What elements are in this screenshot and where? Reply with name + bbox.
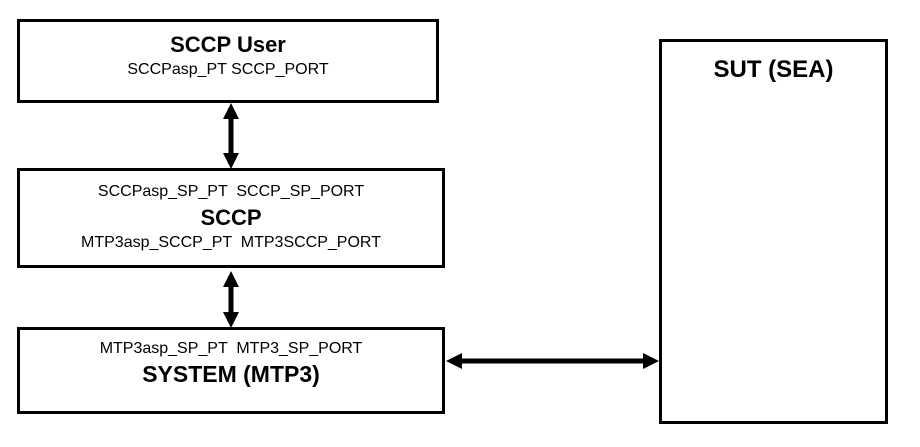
sccp-upper-ports: SCCPasp_SP_PT SCCP_SP_PORT bbox=[97, 183, 365, 200]
sccp-title: SCCP bbox=[200, 205, 262, 230]
arrow-system-sut bbox=[446, 353, 659, 369]
sut-title: SUT (SEA) bbox=[713, 56, 834, 83]
sccp-lower-ports: MTP3asp_SCCP_PT MTP3SCCP_PORT bbox=[81, 234, 381, 251]
arrow-sccp-system bbox=[223, 271, 239, 328]
sccp-user-ports: SCCPasp_PT SCCP_PORT bbox=[127, 61, 329, 78]
system-mtp3-title: SYSTEM (MTP3) bbox=[142, 361, 320, 387]
box-system-mtp3: MTP3asp_SP_PT MTP3_SP_PORT SYSTEM (MTP3) bbox=[17, 327, 445, 414]
box-sccp-user: SCCP User SCCPasp_PT SCCP_PORT bbox=[17, 19, 439, 103]
system-mtp3-ports: MTP3asp_SP_PT MTP3_SP_PORT bbox=[99, 340, 363, 357]
sccp-user-title: SCCP User bbox=[170, 32, 286, 57]
box-sccp: SCCPasp_SP_PT SCCP_SP_PORT SCCP MTP3asp_… bbox=[17, 168, 445, 268]
arrow-sccpuser-sccp bbox=[223, 103, 239, 169]
box-sut: SUT (SEA) bbox=[659, 39, 888, 424]
